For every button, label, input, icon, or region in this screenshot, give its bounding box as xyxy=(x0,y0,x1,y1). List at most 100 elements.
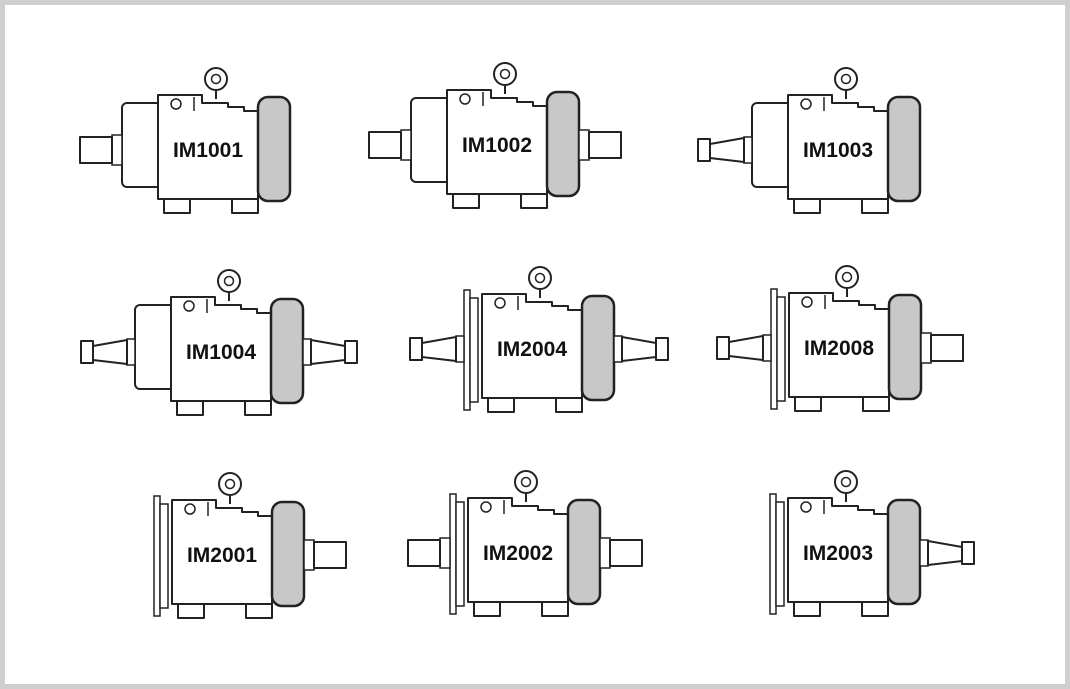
front-shaft-boss xyxy=(762,334,772,362)
motor-im1001: IM1001 xyxy=(79,67,292,214)
motor-label: IM2003 xyxy=(803,542,873,565)
fan-cover xyxy=(887,293,923,401)
front-shaft xyxy=(421,336,457,362)
mounting-foot-right xyxy=(244,400,272,416)
rear-shaft xyxy=(313,541,347,569)
lifting-eye-hole xyxy=(840,73,852,85)
rear-shaft-boss xyxy=(919,539,929,567)
lifting-eye-hole xyxy=(520,476,532,488)
front-shaft xyxy=(728,335,764,361)
motor-im1004: IM1004 xyxy=(80,269,358,416)
motor-label: IM1002 xyxy=(462,134,532,157)
rear-shaft-boss xyxy=(613,335,623,363)
fan-cover xyxy=(545,90,581,198)
lifting-eye-hole xyxy=(210,73,222,85)
terminal-bolt xyxy=(800,98,812,110)
front-shaft-boss xyxy=(111,134,123,166)
fan-cover xyxy=(270,500,306,608)
motor-mounting-diagram: IM1001 IM1002 IM1003 IM1004 IM2004 IM200… xyxy=(79,62,975,619)
terminal-bolt xyxy=(801,296,813,308)
mounting-foot-right xyxy=(245,603,273,619)
rear-shaft-boss xyxy=(599,537,611,569)
rear-shaft-tip xyxy=(655,337,669,361)
front-shaft xyxy=(709,137,745,163)
mounting-foot-right xyxy=(555,397,583,413)
rear-housing xyxy=(410,97,452,183)
stator-body xyxy=(467,497,569,603)
stator-body xyxy=(481,293,583,399)
rear-shaft-boss xyxy=(920,332,932,364)
lifting-eye-hole xyxy=(841,271,853,283)
front-shaft xyxy=(368,131,402,159)
mounting-foot-left xyxy=(793,601,821,617)
mounting-foot-left xyxy=(452,193,480,209)
stator-body xyxy=(446,89,548,195)
rear-shaft-tip xyxy=(961,541,975,565)
mounting-foot-left xyxy=(473,601,501,617)
fan-cover xyxy=(886,95,922,203)
mounting-foot-right xyxy=(862,396,890,412)
lifting-eye-hole xyxy=(224,478,236,490)
fan-cover xyxy=(566,498,602,606)
motor-im2004: IM2004 xyxy=(409,266,669,413)
motor-label: IM2001 xyxy=(187,544,257,567)
front-shaft-tip xyxy=(697,138,711,162)
motor-label: IM2002 xyxy=(483,542,553,565)
flange-outer xyxy=(153,495,161,617)
terminal-bolt xyxy=(170,98,182,110)
rear-shaft xyxy=(930,334,964,362)
flange-outer xyxy=(770,288,778,410)
rear-housing xyxy=(121,102,163,188)
front-shaft-boss xyxy=(126,338,136,366)
mounting-foot-left xyxy=(177,603,205,619)
rear-shaft-boss xyxy=(303,539,315,571)
motor-im2001: IM2001 xyxy=(153,472,347,619)
flange-inner xyxy=(159,503,169,609)
stator-body xyxy=(171,499,273,605)
rear-shaft xyxy=(310,339,346,365)
mounting-foot-left xyxy=(487,397,515,413)
terminal-bolt xyxy=(800,501,812,513)
mounting-foot-right xyxy=(861,601,889,617)
mounting-foot-left xyxy=(163,198,191,214)
motor-im2003: IM2003 xyxy=(769,470,975,617)
motor-im1003: IM1003 xyxy=(697,67,922,214)
terminal-bolt xyxy=(480,501,492,513)
rear-shaft-tip xyxy=(344,340,358,364)
mounting-foot-left xyxy=(793,198,821,214)
front-shaft-tip xyxy=(716,336,730,360)
flange-outer xyxy=(449,493,457,615)
terminal-bolt xyxy=(459,93,471,105)
motor-label: IM1001 xyxy=(173,139,243,162)
terminal-bolt xyxy=(494,297,506,309)
fan-cover xyxy=(886,498,922,606)
rear-shaft xyxy=(609,539,643,567)
rear-shaft xyxy=(588,131,622,159)
stator-body xyxy=(788,292,890,398)
rear-housing xyxy=(134,304,176,390)
front-shaft xyxy=(92,339,128,365)
mounting-foot-right xyxy=(541,601,569,617)
front-shaft-tip xyxy=(409,337,423,361)
stator-body xyxy=(170,296,272,402)
front-shaft-tip xyxy=(80,340,94,364)
rear-housing xyxy=(751,102,793,188)
rear-shaft xyxy=(621,336,657,362)
mounting-foot-right xyxy=(231,198,259,214)
motor-im2008: IM2008 xyxy=(716,265,964,412)
mounting-foot-right xyxy=(861,198,889,214)
fan-cover xyxy=(256,95,292,203)
terminal-bolt xyxy=(184,503,196,515)
front-shaft xyxy=(79,136,113,164)
mounting-foot-left xyxy=(794,396,822,412)
rear-shaft-boss xyxy=(302,338,312,366)
motor-label: IM2008 xyxy=(804,337,874,360)
stator-body xyxy=(787,94,889,200)
motor-im2002: IM2002 xyxy=(407,470,643,617)
mounting-foot-right xyxy=(520,193,548,209)
front-shaft xyxy=(407,539,441,567)
flange-outer xyxy=(769,493,777,615)
front-shaft-boss xyxy=(439,537,451,569)
motor-im1002: IM1002 xyxy=(368,62,622,209)
fan-cover xyxy=(580,294,616,402)
